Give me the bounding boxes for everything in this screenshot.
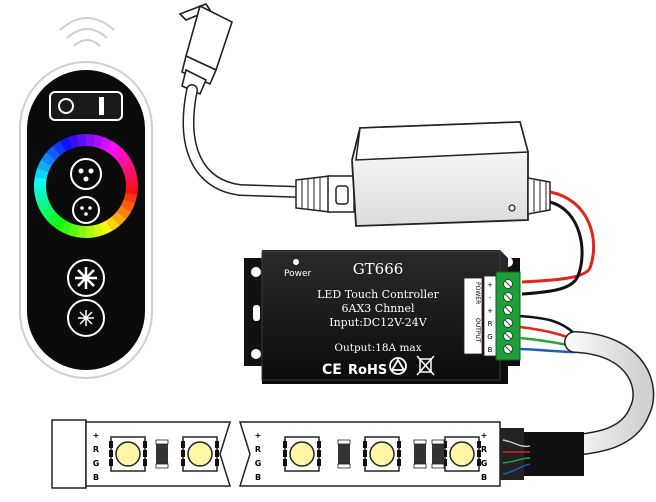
power-plug — [178, 3, 233, 96]
strip-polarity-label: B — [255, 473, 261, 482]
terminal-pin-label: + — [487, 307, 493, 315]
color-wheel-segment — [125, 186, 138, 196]
strip-polarity-label: G — [481, 459, 488, 468]
terminal-output-label: OUTPUT — [474, 318, 481, 343]
color-wheel-segment — [92, 223, 104, 238]
power-label: Power — [284, 269, 312, 279]
color-wheel-segment — [40, 205, 56, 220]
color-wheel-segment — [111, 211, 126, 227]
color-wheel-segment — [34, 176, 47, 186]
color-wheel-segment — [123, 192, 138, 205]
strip-polarity-label: + — [93, 431, 100, 440]
strip-polarity-label: G — [255, 459, 262, 468]
color-wheel-segment — [99, 137, 113, 152]
strip-polarity-label: R — [481, 445, 487, 454]
power-adapter — [295, 121, 551, 227]
color-wheel-segment — [105, 216, 120, 232]
strip-polarity-label: R — [255, 445, 261, 454]
controller-line-3: Input:DC12V-24V — [329, 316, 428, 329]
color-wheel-segment — [106, 140, 120, 156]
color-wheel-segment — [92, 134, 105, 149]
speed-button[interactable] — [72, 196, 100, 224]
led-controller: Power GT666 LED Touch Controller 6AX3 Ch… — [244, 250, 521, 384]
color-wheel-segment — [85, 225, 96, 238]
terminal-pin-label: + — [487, 281, 493, 289]
power-indicator — [293, 259, 299, 265]
brightness-down-button[interactable] — [67, 299, 105, 337]
color-wheel-segment — [59, 220, 73, 235]
color-wheel-segment — [40, 152, 56, 166]
model-name: GT666 — [353, 260, 404, 278]
color-wheel-segment — [45, 211, 61, 226]
color-wheel-segment — [52, 216, 66, 232]
controller-line-1: LED Touch Controller — [317, 288, 440, 301]
strip-polarity-label: + — [481, 431, 488, 440]
color-wheel-segment — [34, 167, 49, 180]
color-wheel-segment — [46, 145, 61, 161]
brightness-up-button[interactable] — [67, 259, 105, 297]
recycle-icon — [389, 357, 407, 375]
terminal-pin-label: R — [488, 320, 493, 328]
color-wheel-segment — [86, 134, 96, 147]
dc-positive-wire — [521, 190, 596, 284]
color-wheel-segment — [120, 199, 135, 213]
wireless-signal-icon — [59, 17, 115, 47]
strip-polarity-label: B — [481, 473, 487, 482]
touch-remote — [19, 17, 153, 379]
terminal-pin-label: - — [489, 294, 492, 302]
strip-polarity-label: G — [93, 459, 100, 468]
color-wheel-segment — [111, 146, 127, 161]
remote-power-switch[interactable] — [49, 91, 123, 121]
terminal-pin-label: G — [487, 333, 492, 341]
resistor — [414, 442, 426, 466]
strip-polarity-label: R — [93, 445, 99, 454]
strip-polarity-label: + — [255, 431, 262, 440]
color-wheel-segment — [68, 134, 80, 149]
color-wheel-segment — [34, 185, 47, 196]
resistor — [338, 442, 350, 466]
resistor — [156, 442, 168, 466]
color-wheel-segment — [76, 134, 87, 147]
color-wheel-segment — [67, 223, 80, 238]
color-wheel-segment — [52, 140, 67, 156]
dc-negative-wire — [521, 200, 584, 296]
color-wheel-segment — [116, 152, 132, 167]
strip-polarity-label: B — [93, 473, 99, 482]
terminal-block: POWER OUTPUT + - + RGB — [463, 271, 521, 361]
led-strip: +RGB +RGB +RGB — [51, 419, 584, 489]
rohs-mark: RoHS — [348, 363, 387, 378]
color-wheel-segment — [123, 168, 138, 180]
color-wheel-segment — [37, 159, 52, 173]
color-wheel-segment — [76, 225, 86, 238]
terminal-power-label: POWER — [474, 282, 481, 304]
strip-connector — [500, 428, 524, 480]
color-wheel[interactable] — [34, 134, 138, 238]
controller-output: Output:18A max — [334, 342, 421, 354]
color-wheel-segment — [125, 176, 138, 187]
controller-line-2: 6AX3 Chnnel — [342, 302, 415, 315]
ce-mark: CE — [322, 362, 342, 378]
color-wheel-segment — [116, 206, 132, 220]
terminal-pin-label: B — [488, 346, 493, 354]
resistor — [432, 442, 444, 466]
weee-bin-icon — [416, 355, 435, 376]
mode-button[interactable] — [70, 158, 102, 190]
color-wheel-segment — [34, 192, 49, 204]
